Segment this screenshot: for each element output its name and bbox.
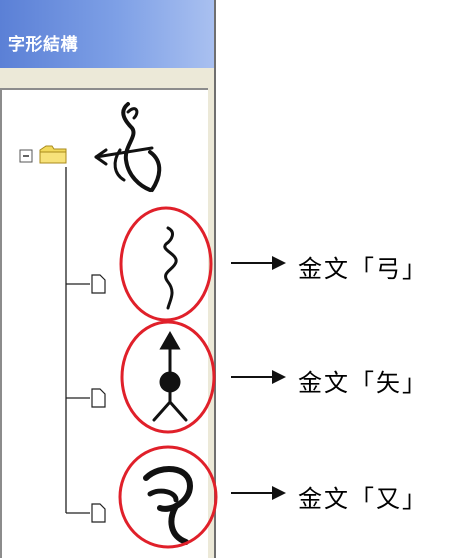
highlight-circle xyxy=(118,445,218,549)
collapse-toggle[interactable] xyxy=(19,149,33,163)
highlight-circle xyxy=(119,206,213,322)
document-icon[interactable] xyxy=(91,274,106,294)
document-icon[interactable] xyxy=(91,388,106,408)
panel-title-bar: 字形結構 xyxy=(0,0,214,68)
root-glyph-icon[interactable] xyxy=(94,102,162,192)
annotation-label-arrow: 金文「矢」 xyxy=(298,369,428,397)
annotation-label-bow: 金文「弓」 xyxy=(298,255,428,283)
child-glyph-bow-icon[interactable] xyxy=(163,226,178,310)
child-glyph-hand-icon[interactable] xyxy=(143,465,193,545)
annotation-arrows xyxy=(231,262,274,494)
tree-connectors xyxy=(65,167,90,514)
panel-title: 字形結構 xyxy=(8,35,78,55)
arrow-right-icon xyxy=(272,370,286,384)
arrow-right-icon xyxy=(272,256,286,270)
arrow-heads xyxy=(272,256,286,500)
arrow-right-icon xyxy=(272,486,286,500)
panel-edge xyxy=(208,88,214,558)
child-glyph-arrow-icon[interactable] xyxy=(152,330,188,422)
glyph-structure-panel: 字形結構 xyxy=(0,0,216,558)
folder-icon[interactable] xyxy=(39,145,67,164)
highlight-circle xyxy=(120,320,216,434)
annotation-label-hand: 金文「又」 xyxy=(298,485,428,513)
toolbar-strip xyxy=(0,68,214,88)
document-icon[interactable] xyxy=(91,503,106,523)
